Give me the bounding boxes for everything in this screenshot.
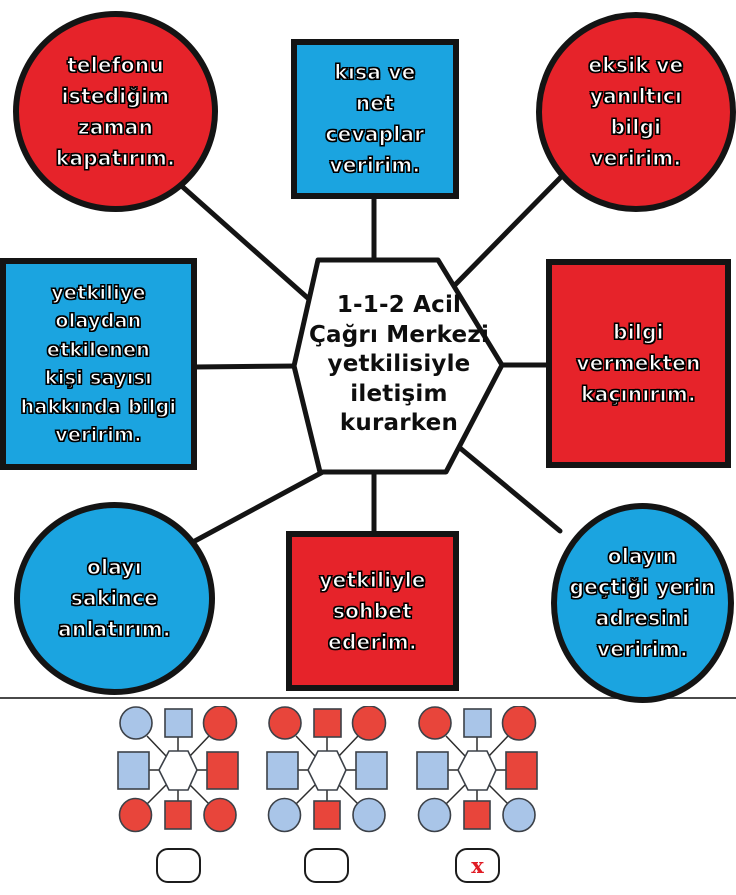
connector-middle-left bbox=[191, 363, 301, 370]
answer-option-3-diagram bbox=[416, 706, 538, 833]
node-bottom-left-circle: olayı sakince anlatırım. bbox=[14, 502, 215, 695]
mini1-top-center-square bbox=[164, 708, 193, 738]
mini2-top-left-circle bbox=[268, 706, 302, 740]
mini1-bottom-left-circle bbox=[118, 797, 153, 833]
mini1-top-right-circle bbox=[202, 706, 238, 741]
node-bottom-right-circle: olayın geçtiği yerin adresini veririm. bbox=[551, 503, 734, 703]
mini2-bottom-center-square bbox=[313, 800, 341, 830]
node-top-left-text: telefonu istediğim zaman kapatırım. bbox=[55, 52, 176, 170]
node-bottom-center-square: yetkiliyle sohbet ederim. bbox=[286, 531, 459, 691]
mini2-bottom-right-circle bbox=[352, 797, 386, 833]
mini3-top-center-square bbox=[463, 708, 492, 738]
section-divider bbox=[0, 697, 736, 699]
node-middle-left-square: yetkiliye olaydan etkilenen kişi sayısı … bbox=[0, 258, 197, 470]
node-bottom-center-text: yetkiliyle sohbet ederim. bbox=[319, 567, 426, 654]
answer-checkbox-2[interactable] bbox=[304, 848, 349, 883]
center-hexagon-text: 1-1-2 Acil Çağrı Merkezi yetkilisiyle il… bbox=[308, 292, 490, 437]
mini1-top-left-circle bbox=[119, 706, 153, 740]
connector-bottom-left bbox=[177, 464, 335, 552]
mini2-middle-right-square bbox=[355, 751, 388, 790]
mini2-top-center-square bbox=[313, 708, 342, 738]
node-bottom-left-text: olayı sakince anlatırım. bbox=[58, 554, 171, 641]
mini3-hexagon bbox=[457, 750, 497, 791]
node-top-left-circle: telefonu istediğim zaman kapatırım. bbox=[13, 11, 218, 212]
mini1-middle-right-square bbox=[206, 751, 239, 790]
mini1-middle-left-square bbox=[117, 751, 150, 790]
mini3-middle-left-square bbox=[416, 751, 449, 790]
mini3-middle-right-square bbox=[505, 751, 538, 790]
main-diagram: telefonu istediğim zaman kapatırım. kısa… bbox=[0, 11, 736, 703]
node-middle-left-text: yetkiliye olaydan etkilenen kişi sayısı … bbox=[20, 281, 177, 447]
mini1-bottom-center-square bbox=[164, 800, 192, 830]
mini3-top-right-circle bbox=[501, 706, 537, 741]
connector-top-left bbox=[173, 178, 313, 303]
mini3-bottom-center-square bbox=[463, 800, 491, 830]
node-top-center-text: kısa ve net cevaplar veririm. bbox=[325, 59, 425, 177]
center-hexagon bbox=[291, 257, 505, 475]
mini1-bottom-right-circle bbox=[203, 797, 237, 833]
node-middle-right-square: bilgi vermekten kaçınırım. bbox=[546, 259, 731, 468]
mini1-hexagon bbox=[158, 750, 198, 791]
answer-mark-3: x bbox=[471, 853, 484, 878]
node-top-right-circle: eksik ve yanıltıcı bilgi veririm. bbox=[536, 12, 736, 212]
mini2-middle-left-square bbox=[266, 751, 299, 790]
node-middle-right-text: bilgi vermekten kaçınırım. bbox=[576, 319, 701, 406]
answer-option-1-diagram bbox=[117, 706, 239, 833]
answer-option-2-diagram bbox=[266, 706, 388, 833]
answer-checkbox-3[interactable]: x bbox=[455, 848, 500, 883]
connector-bottom-right bbox=[457, 445, 563, 534]
mini2-bottom-left-circle bbox=[267, 797, 302, 833]
mini3-bottom-left-circle bbox=[417, 797, 452, 833]
answer-section: x bbox=[0, 699, 736, 895]
mini3-bottom-right-circle bbox=[502, 797, 536, 833]
mini2-top-right-circle bbox=[351, 706, 387, 741]
node-bottom-right-text: olayın geçtiği yerin adresini veririm. bbox=[569, 543, 716, 661]
node-top-center-square: kısa ve net cevaplar veririm. bbox=[291, 39, 459, 199]
answer-checkbox-1[interactable] bbox=[156, 848, 201, 883]
connector-top-right bbox=[449, 173, 565, 291]
connector-lines-layer bbox=[173, 173, 565, 552]
node-top-right-text: eksik ve yanıltıcı bilgi veririm. bbox=[588, 52, 684, 170]
mini2-hexagon bbox=[307, 750, 347, 791]
mini3-top-left-circle bbox=[418, 706, 452, 740]
